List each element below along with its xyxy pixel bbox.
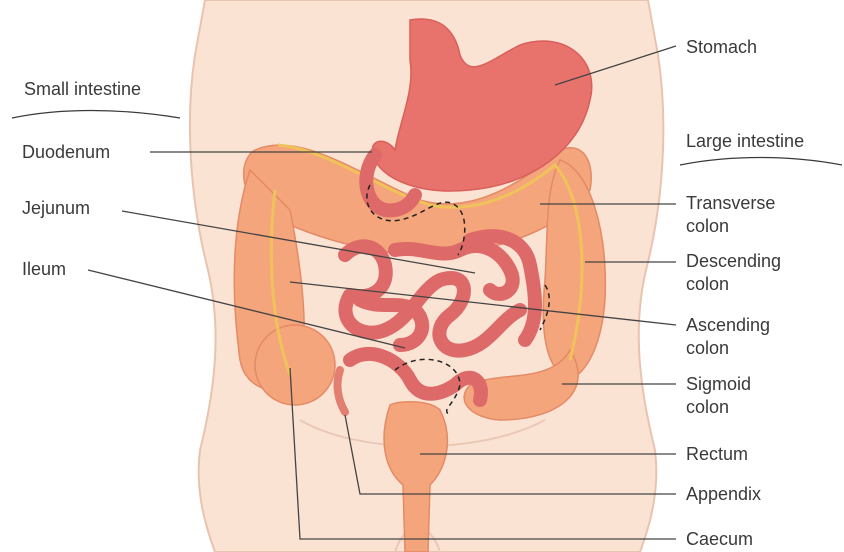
small-intestine-brace (12, 111, 180, 119)
small-intestine-group-label: Small intestine (24, 78, 141, 100)
transverse-colon-label-line2: colon (686, 215, 729, 237)
transverse-colon-label-line1: Transverse (686, 192, 775, 214)
ileum-label: Ileum (22, 258, 66, 280)
duodenum-label: Duodenum (22, 141, 110, 163)
jejunum-label: Jejunum (22, 197, 90, 219)
sigmoid-colon-label-line2: colon (686, 396, 729, 418)
sigmoid-colon-label-line1: Sigmoid (686, 373, 751, 395)
descending-colon-label-line2: colon (686, 273, 729, 295)
descending-colon-label-line1: Descending (686, 250, 781, 272)
caecum-label: Caecum (686, 528, 753, 550)
appendix-label: Appendix (686, 483, 761, 505)
ascending-colon-label-line2: colon (686, 337, 729, 359)
caecum-shape (255, 325, 335, 405)
large-intestine-group-label: Large intestine (686, 130, 804, 152)
large-intestine-brace (680, 158, 842, 166)
rectum-label: Rectum (686, 443, 748, 465)
stomach-label: Stomach (686, 36, 757, 58)
ascending-colon-label-line1: Ascending (686, 314, 770, 336)
